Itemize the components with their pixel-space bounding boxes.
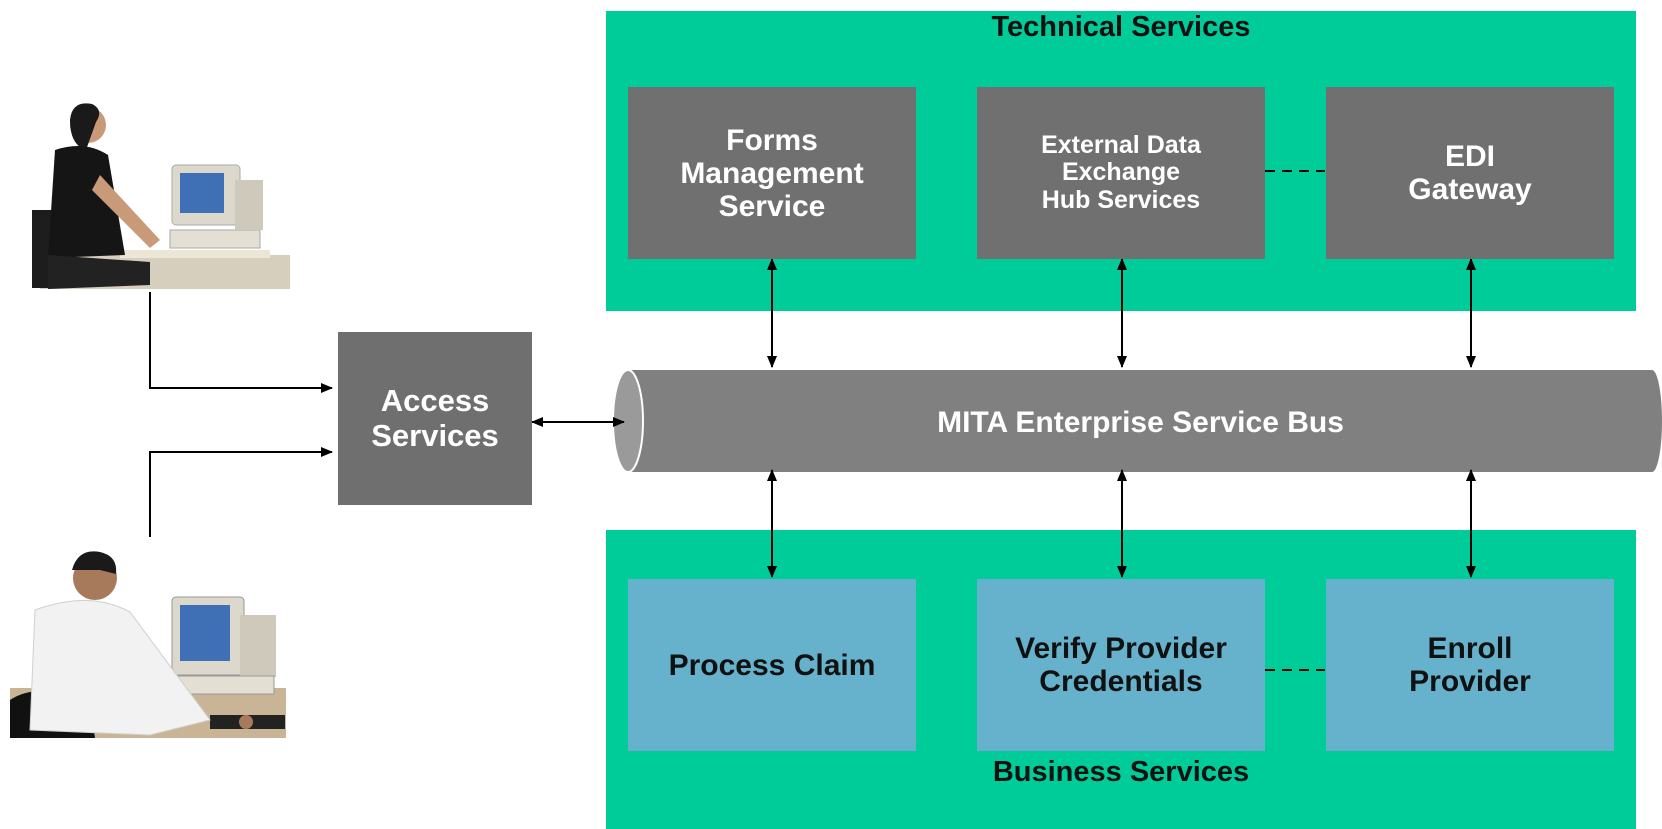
user-person-icon-2 bbox=[10, 551, 286, 738]
access-services-box: Access Services bbox=[338, 332, 532, 505]
service-bus-label: MITA Enterprise Service Bus bbox=[937, 406, 1344, 439]
verify-provider-credentials-box: Verify Provider Credentials bbox=[977, 579, 1265, 751]
user-person-icon-1 bbox=[32, 103, 290, 289]
technical-bus-connectors bbox=[767, 258, 1476, 368]
service-bus-cylinder bbox=[612, 369, 1662, 473]
business-services-title: Business Services bbox=[992, 756, 1250, 788]
user-connectors bbox=[149, 292, 333, 537]
technical-services-title: Technical Services bbox=[991, 11, 1251, 43]
external-data-exchange-hub-box: External Data Exchange Hub Services bbox=[977, 87, 1265, 259]
business-bus-connectors bbox=[767, 469, 1476, 578]
edi-gateway-box: EDI Gateway bbox=[1326, 87, 1614, 259]
process-claim-box: Process Claim bbox=[628, 579, 916, 751]
enroll-provider-box: Enroll Provider bbox=[1326, 579, 1614, 751]
forms-management-service-box: Forms Management Service bbox=[628, 87, 916, 259]
